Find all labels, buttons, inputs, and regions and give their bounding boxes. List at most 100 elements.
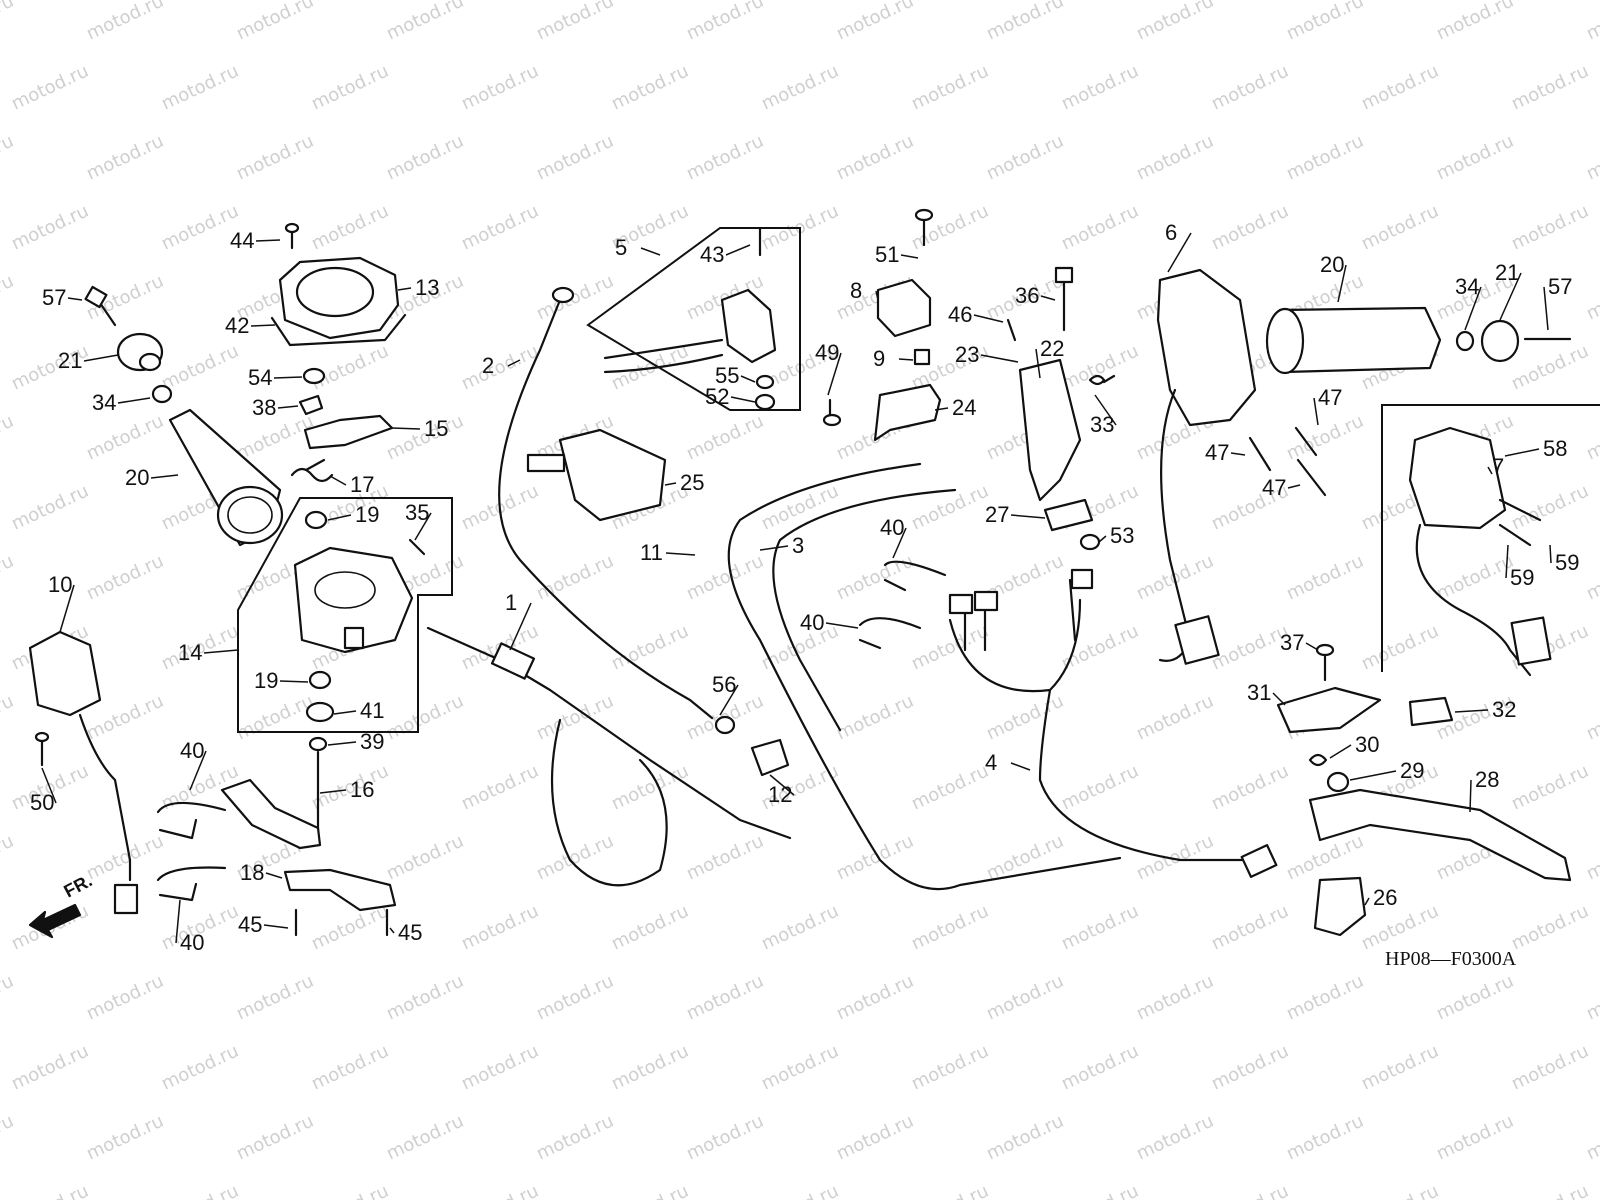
watermark-text: motod.ru xyxy=(0,831,17,885)
watermark-text: motod.ru xyxy=(1133,131,1217,185)
watermark-text: motod.ru xyxy=(833,831,917,885)
callout-number-40: 40 xyxy=(880,515,904,540)
watermark-text: motod.ru xyxy=(608,901,692,955)
watermark-text: motod.ru xyxy=(233,1111,317,1165)
callout-number-25: 25 xyxy=(680,470,704,495)
callout-leader-12 xyxy=(769,774,795,796)
clamp-12 xyxy=(750,738,790,777)
callout-leader-34 xyxy=(1464,286,1482,331)
band-40d xyxy=(858,617,922,650)
callout-number-50: 50 xyxy=(30,790,54,815)
callout-leader-20 xyxy=(150,474,179,479)
callout-leader-59 xyxy=(1505,544,1509,579)
switch-housing-6 xyxy=(1156,268,1257,665)
watermark-text: motod.ru xyxy=(1283,971,1367,1025)
watermark-text: motod.ru xyxy=(8,1041,92,1095)
callout-leader-40 xyxy=(189,750,207,791)
throttle-housing-14 xyxy=(293,546,414,654)
callout-number-12: 12 xyxy=(768,782,792,807)
watermark-text: motod.ru xyxy=(533,271,617,325)
watermark-text: motod.ru xyxy=(1133,0,1217,45)
watermark-text: motod.ru xyxy=(908,901,992,955)
watermark-text: motod.ru xyxy=(908,1181,992,1200)
callout-number-45: 45 xyxy=(398,920,422,945)
collar-34-left xyxy=(151,384,173,404)
callout-leader-45 xyxy=(263,924,289,929)
pad-25 xyxy=(526,428,667,522)
watermark-text: motod.ru xyxy=(8,61,92,115)
callout-number-31: 31 xyxy=(1247,680,1271,705)
callout-number-8: 8 xyxy=(850,278,862,303)
spring-30 xyxy=(1308,753,1328,767)
cable-1 xyxy=(426,626,792,887)
watermark-text: motod.ru xyxy=(533,131,617,185)
callout-leader-14 xyxy=(203,649,239,654)
clip-9 xyxy=(913,348,931,366)
watermark-text: motod.ru xyxy=(458,1041,542,1095)
callout-number-34: 34 xyxy=(92,390,116,415)
watermark-text: motod.ru xyxy=(533,691,617,745)
callout-leader-53 xyxy=(1098,535,1107,543)
callout-number-59: 59 xyxy=(1555,550,1579,575)
watermark-text: motod.ru xyxy=(0,1111,17,1165)
part-drawings xyxy=(28,208,1600,939)
callout-number-16: 16 xyxy=(350,777,374,802)
watermark-text: motod.ru xyxy=(608,621,692,675)
watermark-text: motod.ru xyxy=(158,341,242,395)
watermark-text: motod.ru xyxy=(233,0,317,45)
callout-number-57: 57 xyxy=(1548,274,1572,299)
grip-20-left xyxy=(168,408,284,547)
watermark-text: motod.ru xyxy=(1583,271,1600,325)
callout-number-19: 19 xyxy=(355,502,379,527)
watermark-text: motod.ru xyxy=(1058,621,1142,675)
callout-leader-6 xyxy=(1167,232,1192,273)
watermark-text: motod.ru xyxy=(833,551,917,605)
watermark-text: motod.ru xyxy=(1508,61,1592,115)
watermark-text: motod.ru xyxy=(1508,341,1592,395)
watermark-text: motod.ru xyxy=(1433,131,1517,185)
callout-number-27: 27 xyxy=(985,502,1009,527)
watermark-text: motod.ru xyxy=(308,201,392,255)
watermark-text: motod.ru xyxy=(908,201,992,255)
callout-leader-25 xyxy=(664,482,677,486)
watermark-text: motod.ru xyxy=(233,131,317,185)
callout-leader-39 xyxy=(327,741,357,746)
callout-number-47: 47 xyxy=(1262,475,1286,500)
callout-number-54: 54 xyxy=(248,365,272,390)
band-40c xyxy=(883,560,947,592)
callout-leader-44 xyxy=(255,239,281,242)
callout-number-21: 21 xyxy=(58,348,82,373)
watermark-text: motod.ru xyxy=(8,481,92,535)
watermark-text: motod.ru xyxy=(1583,0,1600,45)
watermark-text: motod.ru xyxy=(1433,0,1517,45)
callout-number-42: 42 xyxy=(225,313,249,338)
watermark-text: motod.ru xyxy=(1358,621,1442,675)
watermark-text: motod.ru xyxy=(1208,761,1292,815)
callout-leader-23 xyxy=(980,354,1019,363)
plate-31 xyxy=(1276,686,1382,734)
callout-number-45: 45 xyxy=(238,912,262,937)
callout-leader-20 xyxy=(1337,264,1347,303)
callout-leader-49 xyxy=(827,352,842,396)
watermark-text: motod.ru xyxy=(83,131,167,185)
watermark-text: motod.ru xyxy=(383,971,467,1025)
callout-number-55: 55 xyxy=(715,363,739,388)
watermark-text: motod.ru xyxy=(983,831,1067,885)
callout-number-43: 43 xyxy=(700,242,724,267)
brake-lever-28 xyxy=(1308,788,1572,882)
watermark-text: motod.ru xyxy=(83,1111,167,1165)
callout-leader-2 xyxy=(507,359,521,367)
callout-leader-47 xyxy=(1230,452,1246,456)
callout-number-47: 47 xyxy=(1318,385,1342,410)
callout-number-52: 52 xyxy=(705,384,729,409)
callout-leader-27 xyxy=(1010,514,1046,519)
watermark-text: motod.ru xyxy=(833,691,917,745)
watermark-text: motod.ru xyxy=(533,971,617,1025)
callout-number-47: 47 xyxy=(1205,440,1229,465)
watermark-text: motod.ru xyxy=(1058,1181,1142,1200)
bracket-22-23 xyxy=(1018,358,1082,502)
seal-41 xyxy=(305,701,335,723)
throttle-arm-15 xyxy=(303,414,394,450)
plate-27 xyxy=(1043,498,1094,532)
